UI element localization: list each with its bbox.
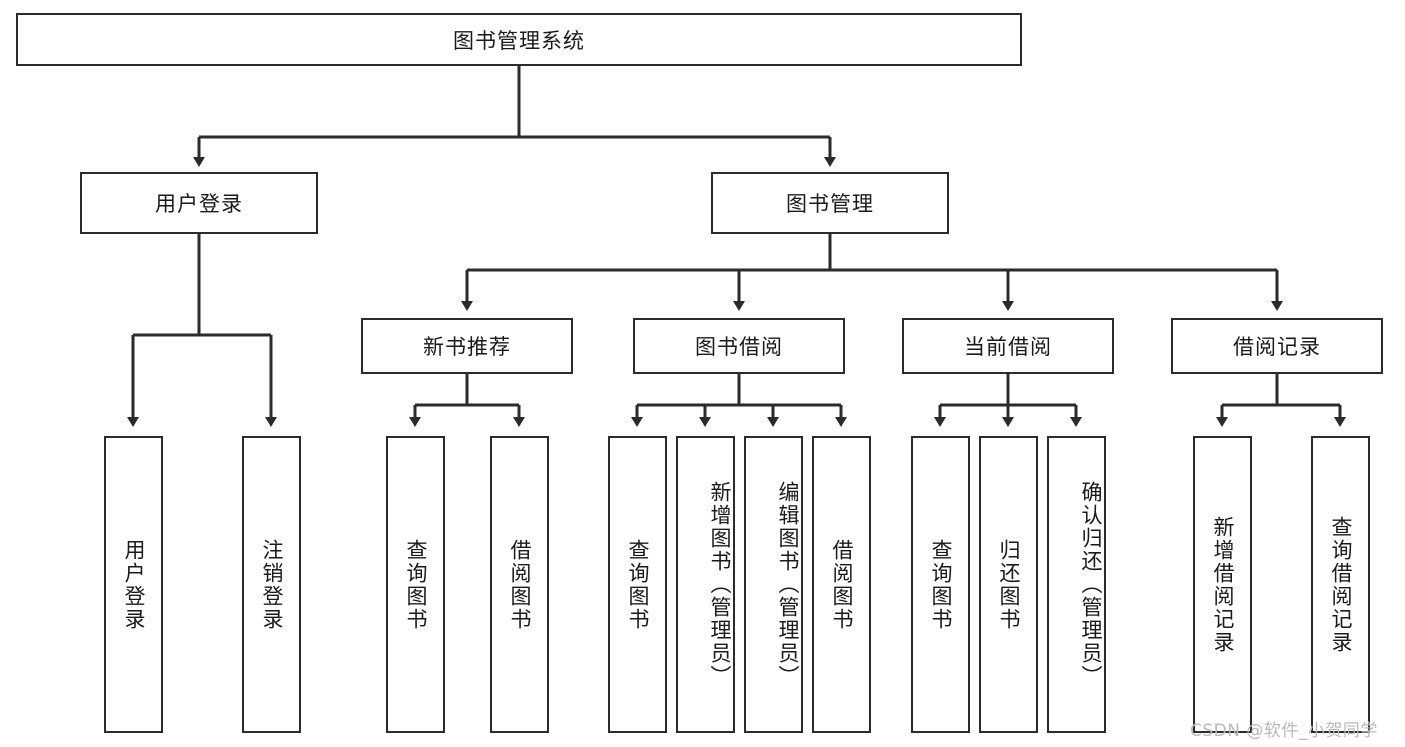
leaf-new-book-borrow[interactable]: 借阅图书 <box>490 436 549 733</box>
leaf-book-borrow-edit-admin[interactable]: 编辑图书（管理员） <box>744 436 803 733</box>
node-book-management[interactable]: 图书管理 <box>711 172 949 234</box>
leaf-borrow-record-query[interactable]: 查询借阅记录 <box>1311 436 1370 733</box>
node-book-borrow[interactable]: 图书借阅 <box>633 318 845 374</box>
csdn-watermark: CSDN @软件_小贺同学 <box>1190 721 1378 741</box>
leaf-book-borrow-borrow[interactable]: 借阅图书 <box>812 436 871 733</box>
node-new-book-recommend[interactable]: 新书推荐 <box>361 318 573 374</box>
leaf-user-login-logout[interactable]: 注销登录 <box>242 436 301 733</box>
node-borrow-record[interactable]: 借阅记录 <box>1171 318 1383 374</box>
leaf-new-book-query[interactable]: 查询图书 <box>386 436 445 733</box>
leaf-borrow-record-add[interactable]: 新增借阅记录 <box>1193 436 1252 733</box>
leaf-current-borrow-query[interactable]: 查询图书 <box>911 436 970 733</box>
leaf-book-borrow-add-admin[interactable]: 新增图书（管理员） <box>676 436 735 733</box>
node-user-login[interactable]: 用户登录 <box>80 172 318 234</box>
leaf-current-borrow-return[interactable]: 归还图书 <box>979 436 1038 733</box>
node-root-system[interactable]: 图书管理系统 <box>16 13 1022 66</box>
leaf-user-login-login[interactable]: 用户登录 <box>104 436 163 733</box>
leaf-book-borrow-query[interactable]: 查询图书 <box>608 436 667 733</box>
leaf-current-borrow-confirm-admin[interactable]: 确认归还（管理员） <box>1047 436 1106 733</box>
node-current-borrow[interactable]: 当前借阅 <box>902 318 1114 374</box>
